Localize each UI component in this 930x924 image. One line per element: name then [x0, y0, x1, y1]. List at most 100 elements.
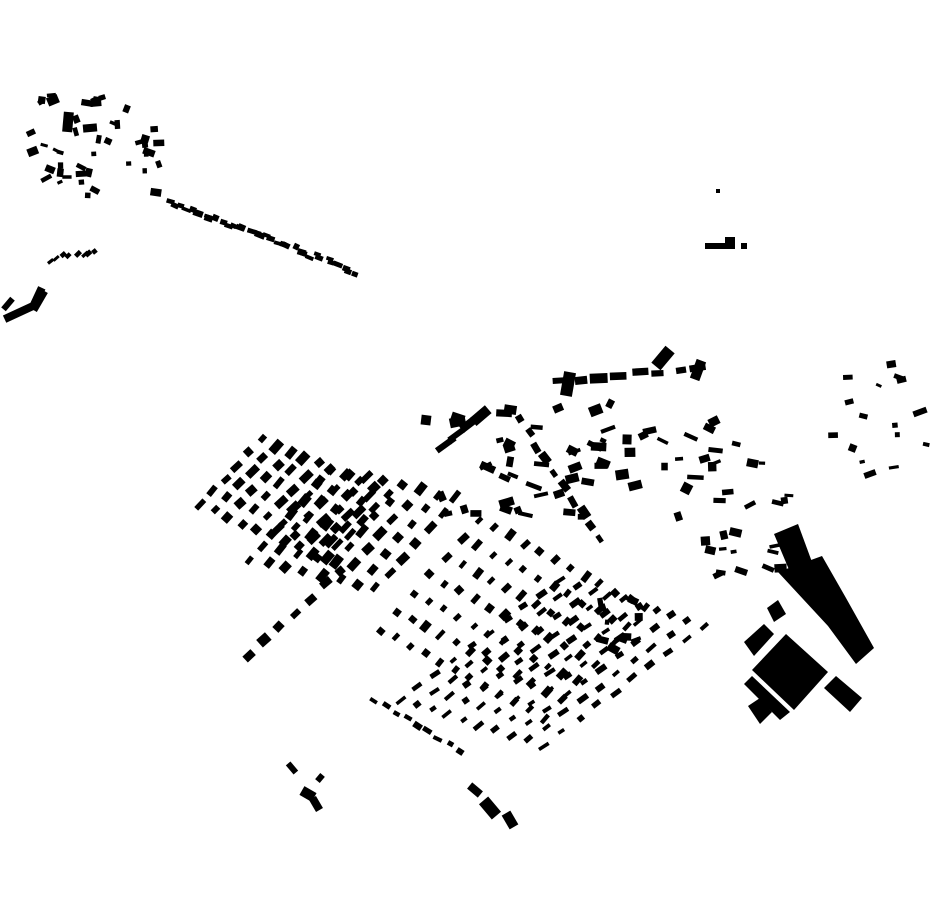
building — [237, 519, 249, 530]
building — [606, 642, 621, 656]
building — [565, 444, 580, 457]
building — [266, 234, 276, 243]
building — [278, 560, 292, 574]
building — [563, 653, 573, 662]
building — [550, 554, 561, 565]
building — [396, 479, 409, 491]
building — [359, 470, 374, 485]
building — [323, 463, 336, 476]
building — [461, 679, 472, 689]
building — [249, 523, 263, 536]
building — [503, 614, 514, 624]
building — [699, 621, 710, 632]
building — [576, 504, 592, 521]
building — [557, 478, 572, 493]
building — [746, 458, 759, 469]
building — [383, 488, 394, 500]
building — [624, 447, 636, 458]
building — [428, 686, 440, 696]
building — [149, 187, 162, 197]
building — [627, 595, 640, 606]
building — [609, 587, 621, 599]
building — [702, 422, 717, 435]
building — [512, 669, 523, 680]
building — [495, 436, 504, 444]
building — [323, 533, 339, 549]
building — [467, 640, 477, 650]
building — [126, 161, 132, 166]
building — [142, 147, 156, 158]
building — [588, 586, 599, 597]
building — [500, 582, 513, 594]
building — [618, 593, 629, 604]
building — [194, 498, 207, 511]
building — [515, 618, 525, 628]
building — [248, 503, 260, 515]
building — [486, 576, 496, 586]
building — [343, 527, 357, 541]
building — [443, 690, 456, 702]
building — [557, 727, 566, 735]
building — [52, 147, 60, 154]
building — [778, 556, 874, 664]
building — [666, 629, 677, 640]
building — [84, 249, 93, 258]
building — [405, 642, 415, 651]
building — [192, 208, 204, 219]
building — [547, 648, 560, 660]
building — [40, 142, 49, 148]
building — [447, 674, 459, 685]
building — [297, 565, 309, 577]
building — [253, 230, 266, 240]
building — [391, 632, 401, 642]
building — [500, 635, 510, 645]
building — [259, 470, 273, 484]
building — [315, 773, 325, 783]
building — [290, 521, 301, 532]
building — [384, 567, 397, 580]
building — [574, 649, 586, 662]
building — [549, 468, 559, 478]
building — [595, 534, 604, 544]
building — [285, 483, 300, 498]
building — [1, 296, 15, 312]
building — [93, 96, 101, 102]
building — [590, 442, 607, 452]
building — [574, 375, 588, 386]
building — [651, 345, 675, 371]
building — [530, 599, 542, 610]
building — [418, 619, 432, 634]
building — [346, 556, 362, 572]
building — [716, 189, 720, 193]
building — [598, 645, 610, 656]
building — [309, 795, 323, 813]
building — [698, 453, 711, 464]
building — [514, 413, 525, 424]
building — [155, 159, 163, 169]
building — [368, 510, 380, 522]
building — [662, 647, 674, 658]
building — [475, 701, 486, 711]
building — [73, 249, 83, 258]
building — [828, 432, 838, 439]
building — [142, 168, 148, 174]
building — [434, 629, 446, 641]
building — [464, 645, 477, 658]
building — [719, 529, 729, 541]
building — [260, 490, 272, 502]
building — [57, 162, 64, 169]
building — [289, 608, 302, 620]
building — [894, 432, 900, 438]
building — [761, 563, 775, 573]
building — [242, 649, 256, 663]
building — [289, 529, 301, 541]
building — [75, 170, 87, 178]
building — [40, 173, 53, 183]
building — [597, 597, 604, 607]
building — [604, 619, 610, 625]
building — [513, 505, 523, 515]
building — [622, 434, 632, 445]
building — [474, 516, 484, 525]
building — [561, 616, 572, 627]
building — [470, 622, 479, 631]
